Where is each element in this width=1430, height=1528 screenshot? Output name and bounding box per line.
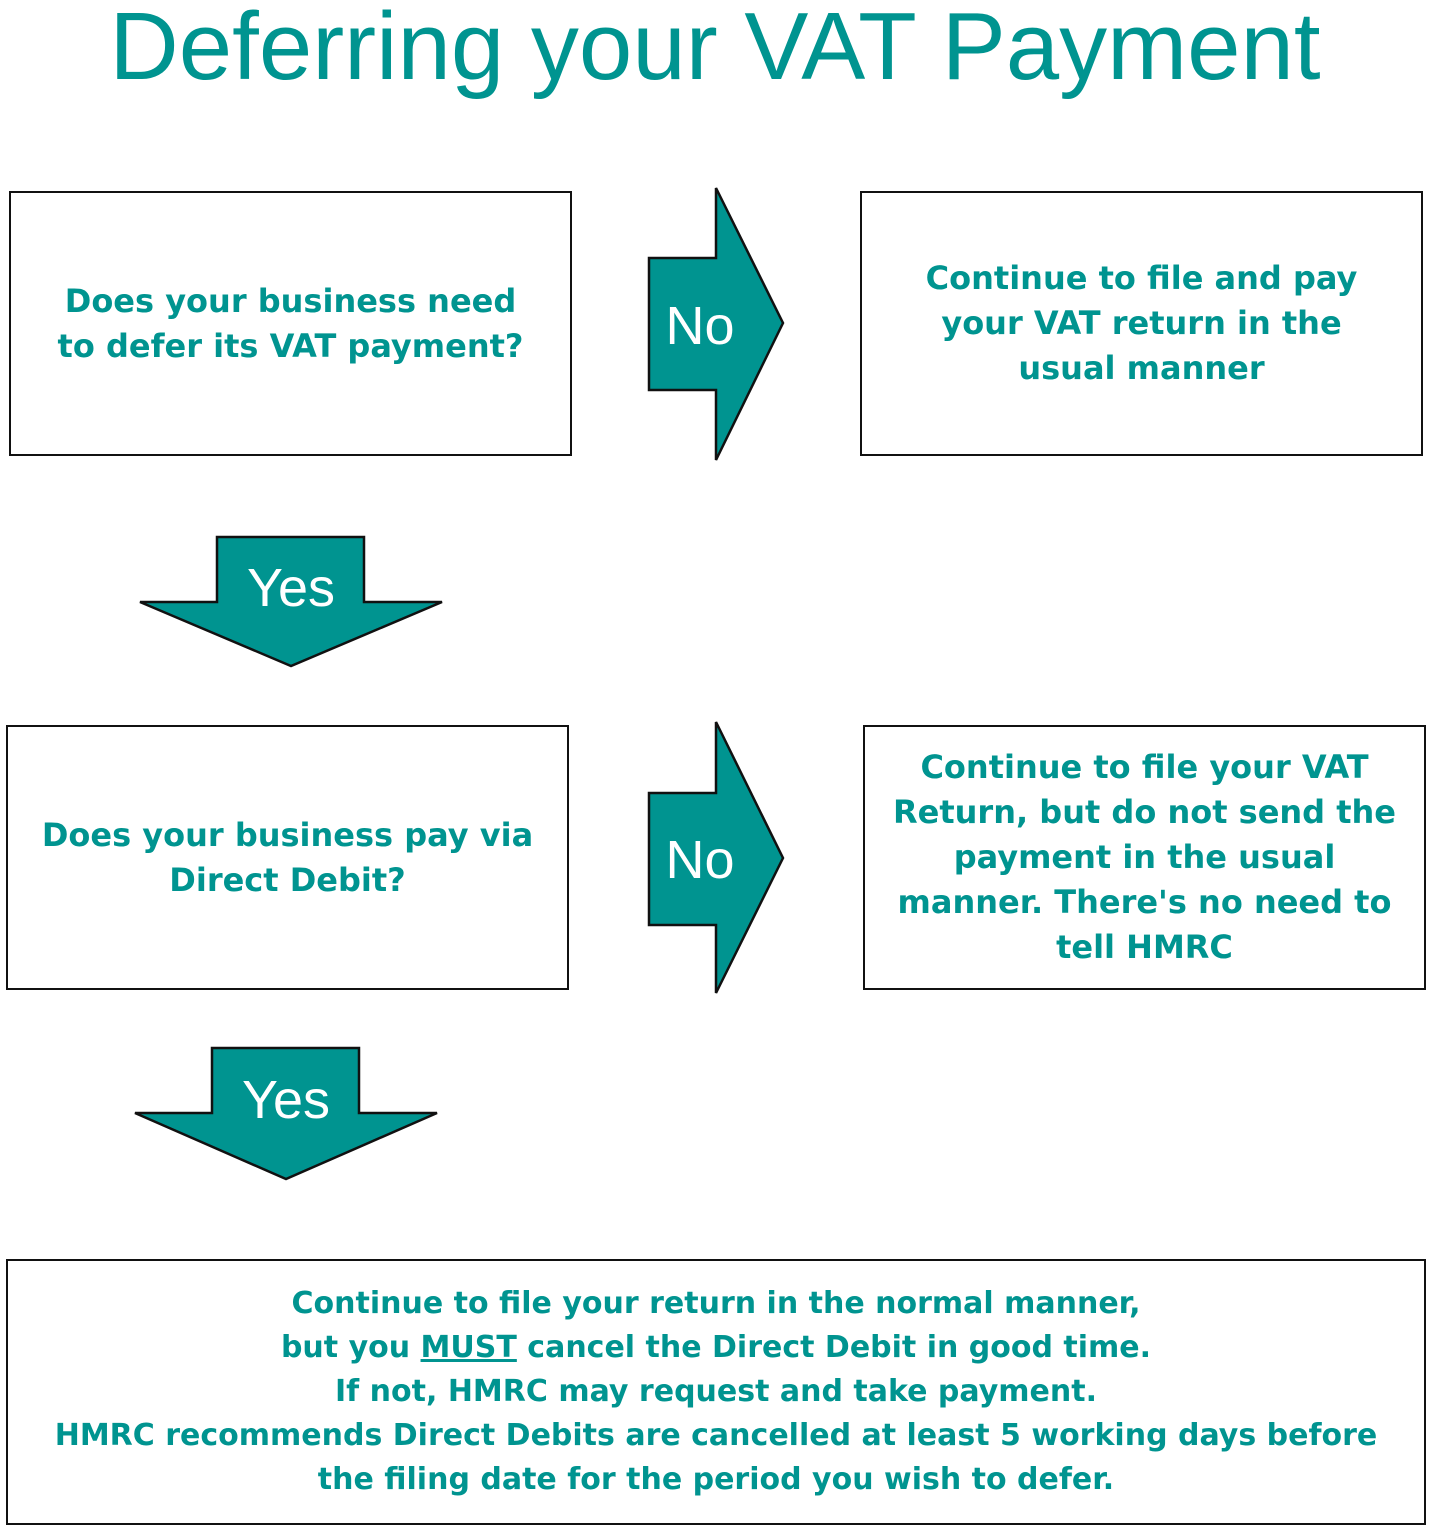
text-line: usual manner [1018, 349, 1265, 387]
text-line: Continue to file and pay [925, 259, 1358, 297]
final-instruction-box: Continue to file your return in the norm… [6, 1259, 1426, 1525]
text-line: the filing date for the period you wish … [317, 1462, 1115, 1497]
yes-label-1: Yes [247, 558, 335, 618]
text-line: manner. There's no need to [897, 883, 1392, 921]
page-title: Deferring your VAT Payment [109, 0, 1321, 100]
text-fragment: cancel the Direct Debit in good time. [516, 1330, 1152, 1365]
no-arrow-2: No [647, 721, 785, 994]
text-line: HMRC recommends Direct Debits are cancel… [54, 1418, 1378, 1453]
no-arrow-1: No [647, 187, 785, 461]
question-defer-box: Does your business need to defer its VAT … [9, 191, 572, 456]
text-line: to defer its VAT payment? [57, 326, 524, 365]
text-line: payment in the usual [953, 838, 1336, 876]
text-line: Return, but do not send the [893, 793, 1396, 831]
yes-arrow-2: Yes [134, 1046, 438, 1181]
answer-no-defer-box: Continue to file and pay your VAT return … [860, 191, 1423, 456]
text-line: Does your business pay via [41, 815, 534, 854]
text-line: Does your business need [64, 281, 517, 320]
answer-no-direct-debit-box: Continue to file your VAT Return, but do … [863, 725, 1426, 990]
text-line: If not, HMRC may request and take paymen… [335, 1374, 1097, 1409]
yes-label-2: Yes [242, 1070, 330, 1130]
text-line: tell HMRC [1056, 928, 1233, 966]
text-line: your VAT return in the [941, 304, 1342, 342]
text-line: Continue to file your return in the norm… [291, 1286, 1141, 1321]
no-label-2: No [665, 830, 734, 890]
text-fragment: but you [280, 1330, 421, 1365]
must-emphasis: MUST [420, 1330, 517, 1365]
text-line: but you MUST cancel the Direct Debit in … [55, 1326, 1378, 1370]
yes-arrow-1: Yes [139, 535, 443, 668]
no-label-1: No [665, 296, 734, 356]
text-line: Continue to file your VAT [920, 748, 1369, 786]
text-line: Direct Debit? [169, 860, 406, 899]
